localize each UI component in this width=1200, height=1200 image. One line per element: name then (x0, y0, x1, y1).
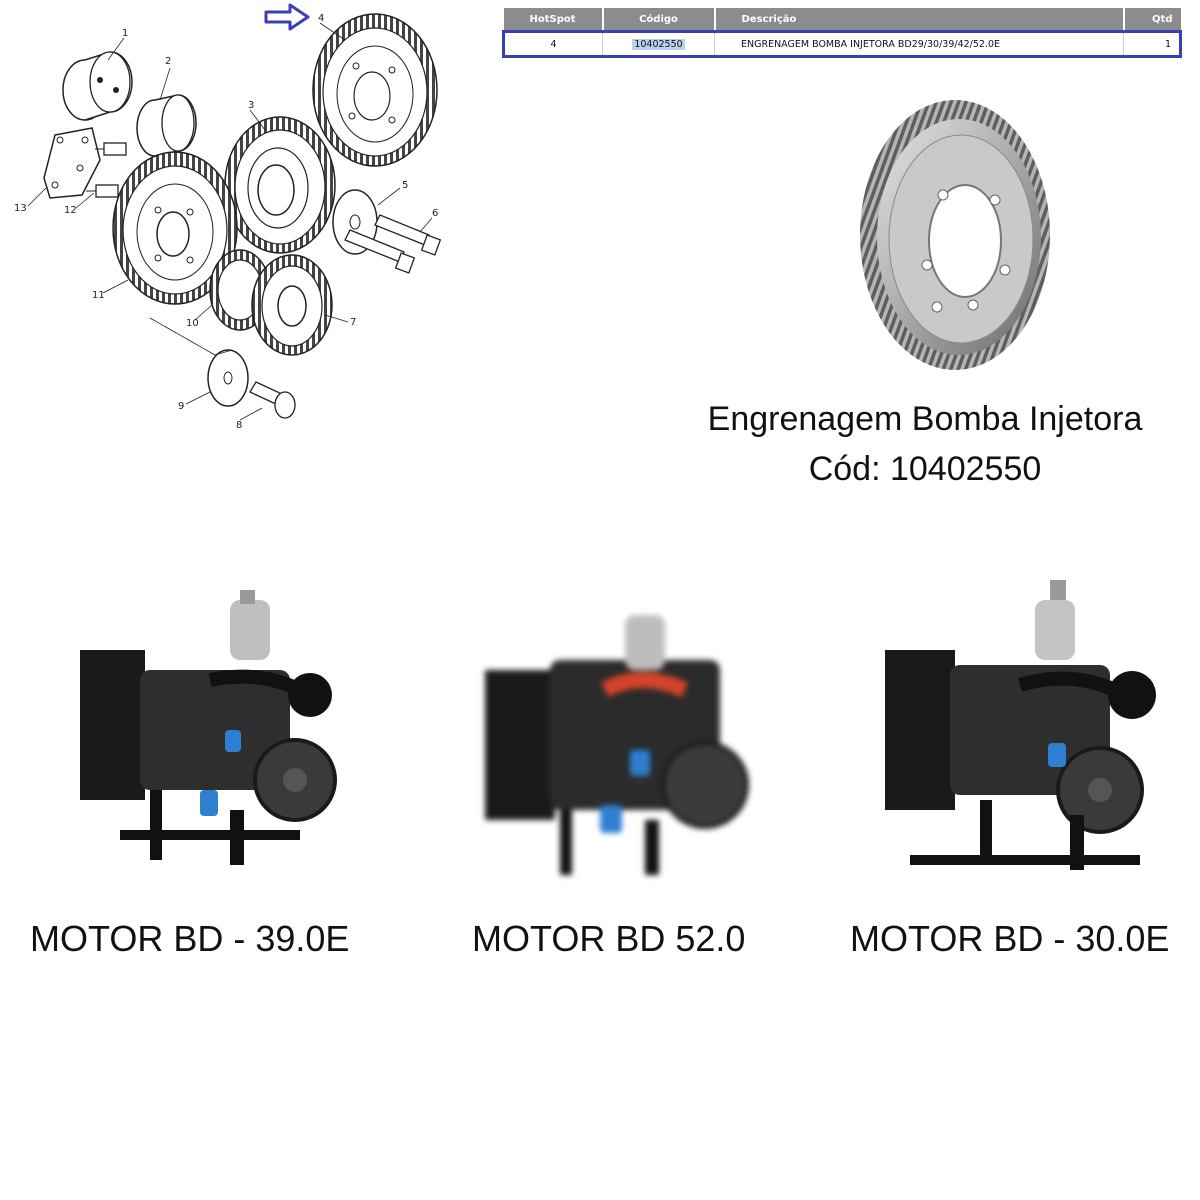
callout-7: 7 (350, 317, 356, 328)
engine-photo-39[interactable] (60, 580, 360, 880)
cell-hotspot: 4 (502, 30, 603, 58)
product-title: Engrenagem Bomba Injetora (707, 400, 1143, 438)
header-descricao[interactable]: Descrição (714, 8, 1125, 32)
callout-4: 4 (318, 13, 324, 24)
parts-table: HotSpot Código Descrição Qtd 4 10402550 … (502, 8, 1182, 58)
callout-5: 5 (402, 180, 408, 191)
product-code: Cód: 10402550 (808, 450, 1042, 488)
callout-3: 3 (248, 100, 254, 111)
table-row[interactable]: 4 10402550 ENGRENAGEM BOMBA INJETORA BD2… (502, 30, 1182, 58)
gear-part-4[interactable] (312, 13, 438, 167)
header-qtd[interactable]: Qtd (1123, 8, 1181, 32)
washer-part-9[interactable] (207, 349, 249, 407)
gear-part-3[interactable] (224, 116, 336, 254)
callout-2: 2 (165, 56, 171, 67)
bolt-part-8[interactable] (249, 381, 296, 419)
callout-9: 9 (178, 401, 184, 412)
cell-codigo-value: 10402550 (632, 38, 685, 50)
cell-codigo: 10402550 (602, 30, 715, 58)
callout-8: 8 (236, 420, 242, 431)
header-hotspot[interactable]: HotSpot (503, 8, 604, 32)
bracket-part-13[interactable] (43, 127, 101, 199)
engine-photo-52[interactable] (470, 590, 770, 890)
bolt-part-12[interactable] (86, 142, 127, 198)
cell-descricao: ENGRENAGEM BOMBA INJETORA BD29/30/39/42/… (714, 30, 1124, 58)
callout-1: 1 (122, 28, 128, 39)
gear-part-7[interactable] (251, 254, 333, 356)
callout-13: 13 (14, 203, 27, 214)
gear-part-11[interactable] (112, 151, 238, 305)
bolt-part-6[interactable] (344, 214, 442, 274)
cell-qtd: 1 (1123, 30, 1182, 58)
engine-label-52: MOTOR BD 52.0 (472, 918, 746, 959)
callout-6: 6 (432, 208, 438, 219)
arrow-right-outline-icon[interactable] (264, 3, 310, 31)
engine-label-30: MOTOR BD - 30.0E (850, 918, 1170, 959)
engine-photo-30[interactable] (870, 575, 1170, 875)
bushing-part-2[interactable] (136, 94, 197, 157)
callout-11: 11 (92, 290, 105, 301)
engine-label-39: MOTOR BD - 39.0E (30, 918, 350, 959)
bearing-part-1[interactable] (62, 51, 133, 121)
table-header-row: HotSpot Código Descrição Qtd (503, 8, 1181, 32)
header-codigo[interactable]: Código (602, 8, 716, 32)
callout-10: 10 (186, 318, 199, 329)
gear-product-photo (860, 100, 1050, 370)
exploded-parts-diagram: 1 2 3 4 5 6 7 8 9 10 11 12 13 (14, 3, 442, 431)
callout-12: 12 (64, 205, 77, 216)
